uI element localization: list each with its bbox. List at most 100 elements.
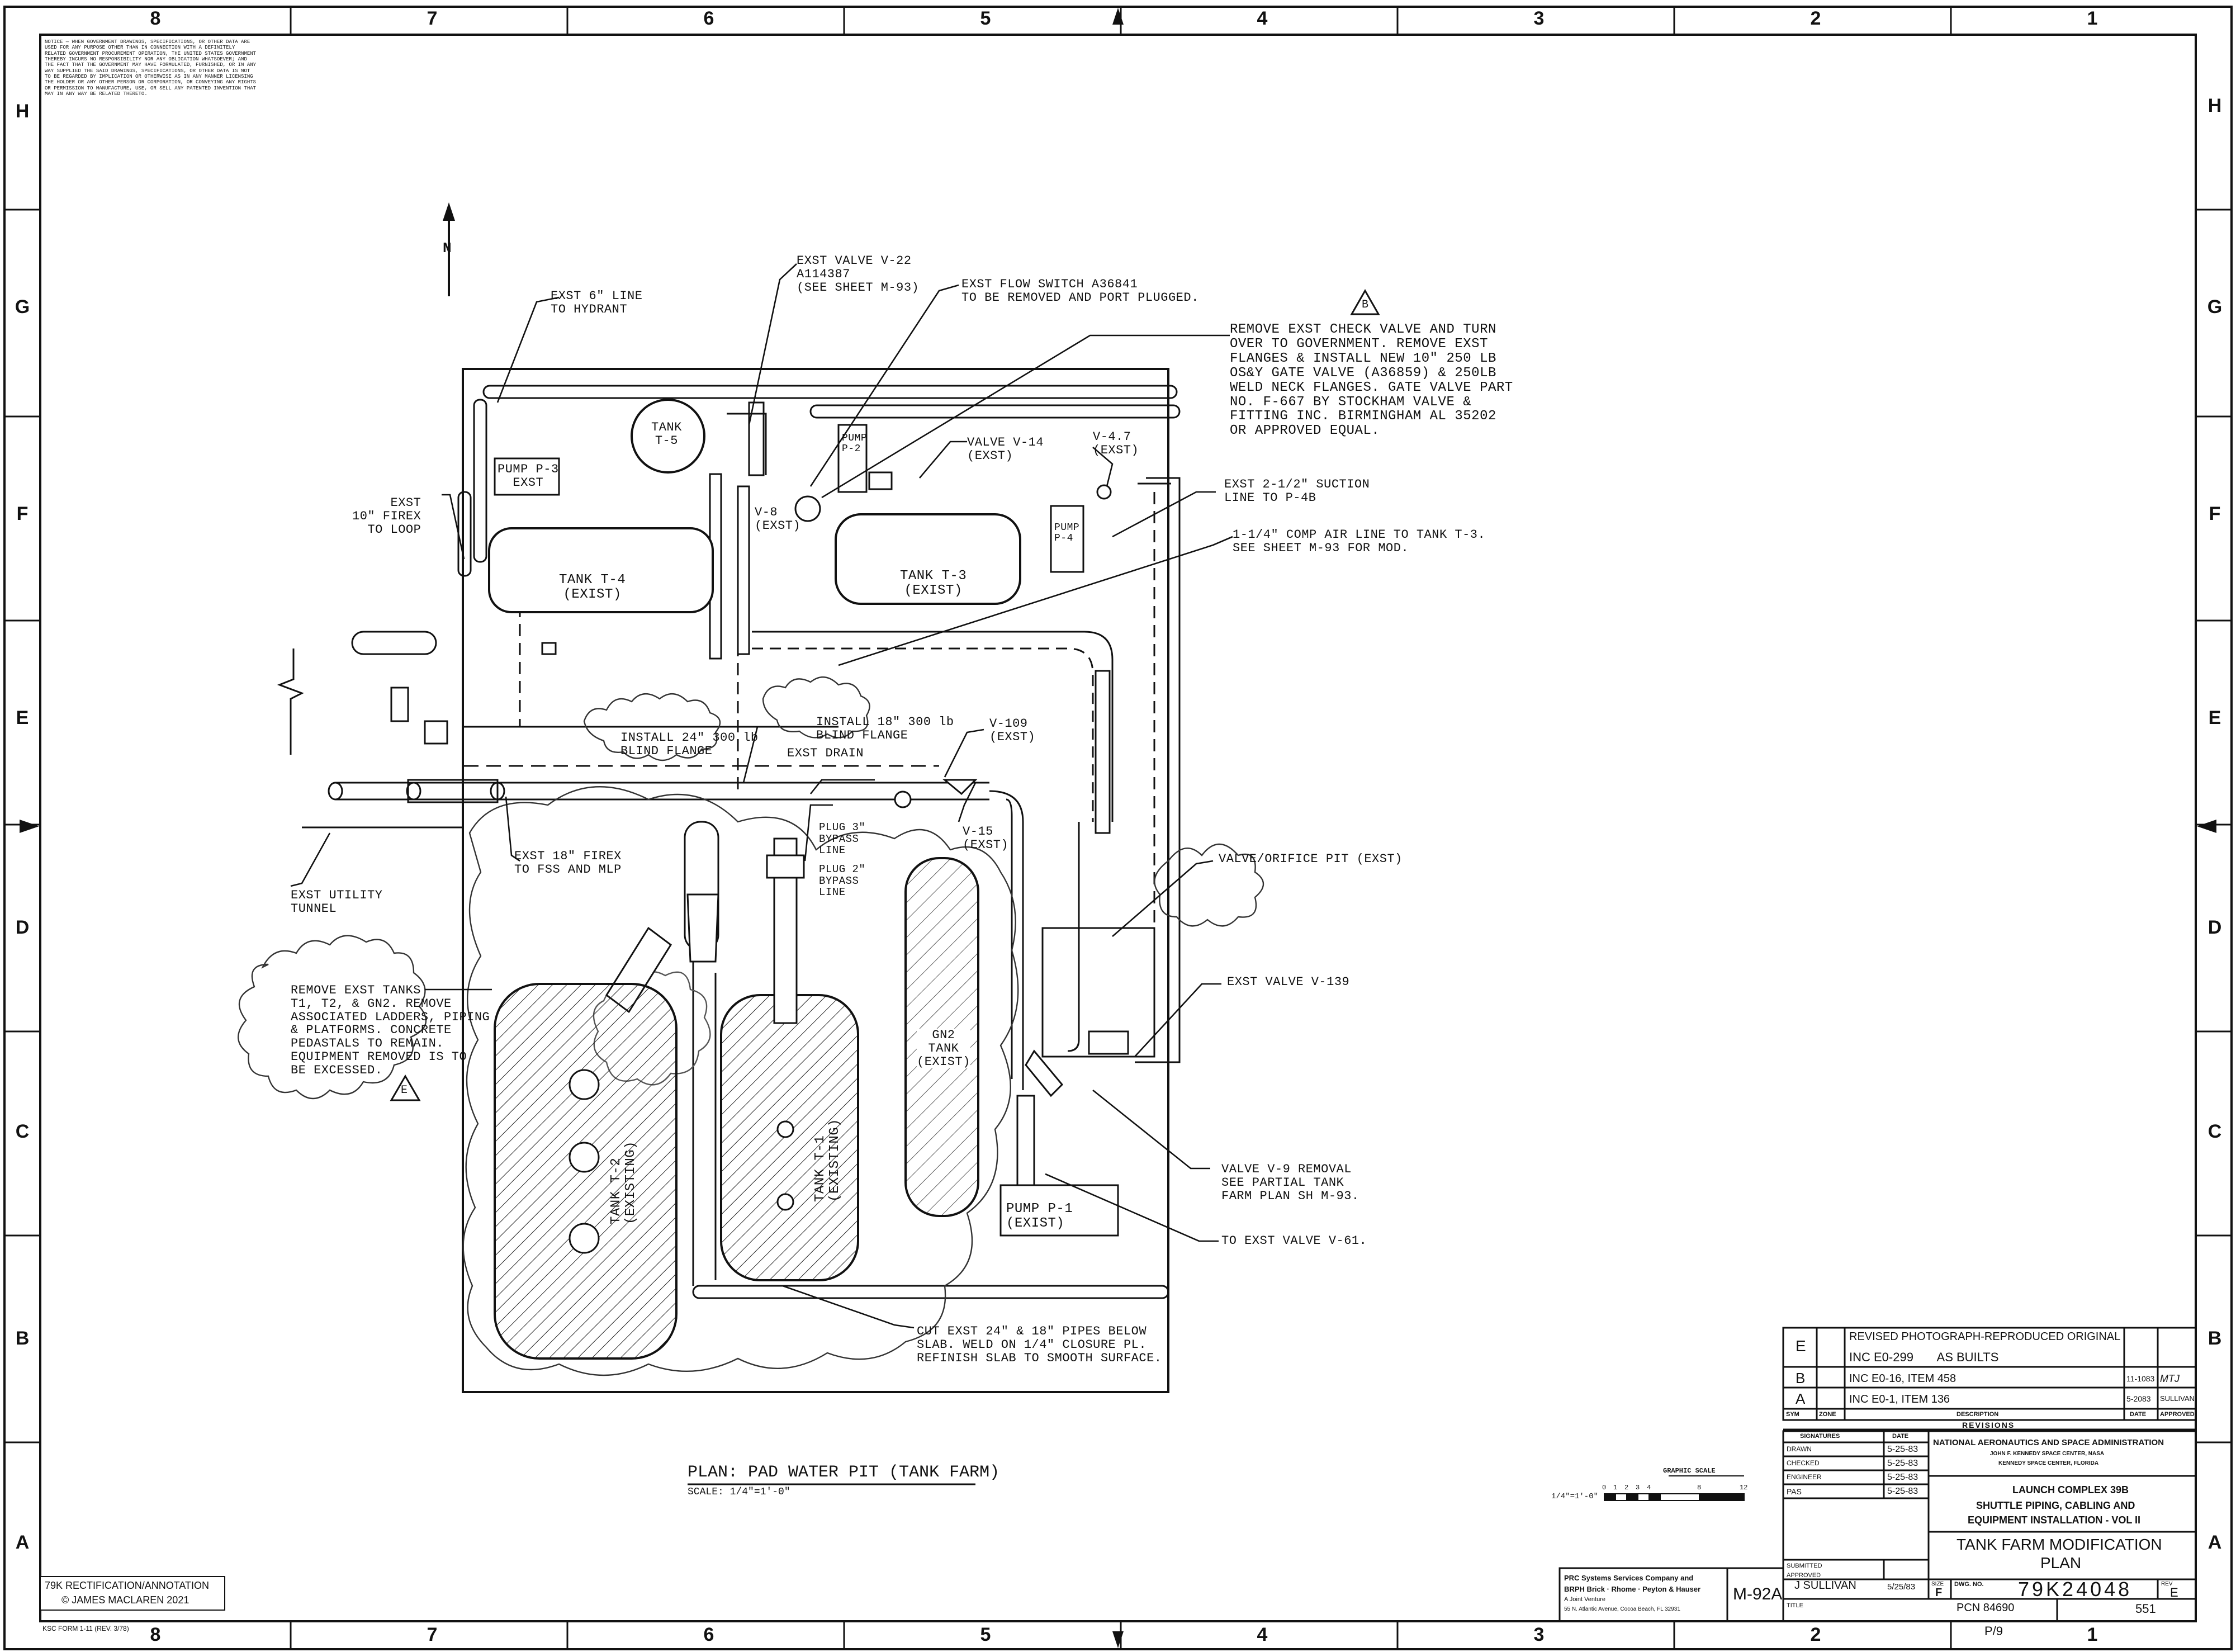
project-line-2: SHUTTLE PIPING, CABLING AND [1976, 1500, 2135, 1511]
label-valve-v14: VALVE V-14 (EXST) [967, 436, 1044, 463]
label-cut-pipes: CUT EXST 24" & 18" PIPES BELOW SLAB. WEL… [917, 1324, 1162, 1365]
label-valve-orifice-pit: VALVE/ORIFICE PIT (EXST) [1219, 852, 1403, 866]
label-tank-t1: TANK T-1 (EXISTING) [813, 1118, 842, 1202]
rev-appr-b: MTJ [2160, 1373, 2180, 1384]
zone-col-1-top: 1 [2087, 8, 2098, 29]
center-arrow-bottom [1112, 1631, 1124, 1648]
graphic-scale-tick-4: 4 [1647, 1484, 1651, 1492]
zone-col-1-bottom: 1 [2087, 1624, 2098, 1645]
project-line-3: EQUIPMENT INSTALLATION - VOL II [1968, 1514, 2140, 1526]
center-arrow-top [1112, 8, 1124, 25]
rev-triangle-b [1350, 288, 1380, 315]
rev-date-a: 5-2083 [2126, 1394, 2151, 1403]
rev-desc-b: INC E0-16, ITEM 458 [1849, 1372, 1957, 1385]
rev-header-zone: ZONE [1819, 1411, 1836, 1418]
rev-e-label: E [401, 1084, 408, 1097]
zone-row-b-right: B [2207, 1328, 2222, 1349]
zone-col-8-top: 8 [150, 8, 161, 29]
zone-row-f-left: F [16, 503, 29, 524]
zone-ticks [4, 7, 2232, 1649]
drawing-title-1: TANK FARM MODIFICATION [1957, 1536, 2162, 1553]
label-remove-check-valve: REMOVE EXST CHECK VALVE AND TURN OVER TO… [1230, 322, 1513, 439]
zone-row-f-right: F [2209, 503, 2221, 524]
date-header: DATE [1892, 1433, 1909, 1440]
plan-title: PLAN: PAD WATER PIT (TANK FARM) [688, 1463, 1000, 1482]
zone-row-c-right: C [2207, 1121, 2222, 1142]
label-v15: V-15 (EXST) [963, 825, 1009, 852]
zone-col-4-bottom: 4 [1257, 1624, 1268, 1645]
annotation-line-1: 79K RECTIFICATION/ANNOTATION [45, 1580, 210, 1591]
rev-label: REV [2161, 1581, 2173, 1587]
rev-appr-a: SULLIVAN [2160, 1394, 2195, 1403]
graphic-scale-prefix: 1/4"=1'-0" [1551, 1492, 1599, 1501]
graphic-scale-label: GRAPHIC SCALE [1663, 1467, 1716, 1475]
pit-outline [462, 368, 1169, 1393]
center-arrow-right [2197, 820, 2216, 833]
rev-desc-a: INC E0-1, ITEM 136 [1849, 1393, 1950, 1405]
zone-col-5-bottom: 5 [980, 1624, 991, 1645]
rev-header-sym: SYM [1786, 1411, 1799, 1418]
label-plug-3: PLUG 3" BYPASS LINE [819, 821, 866, 857]
page-ref: P/9 [1984, 1624, 2003, 1638]
graphic-scale-tick-2: 2 [1624, 1484, 1629, 1492]
sig-date-engineer: 5-25-83 [1887, 1473, 1918, 1482]
rev-sym-a: A [1796, 1390, 1806, 1407]
zone-row-g-left: G [15, 296, 30, 318]
zone-row-b-left: B [15, 1328, 30, 1349]
zone-col-6-top: 6 [703, 8, 714, 29]
label-exst-6-line: EXST 6" LINE TO HYDRANT [551, 289, 643, 316]
contractor-line-1: PRC Systems Services Company and [1564, 1574, 1694, 1582]
label-exst-valve-v22: EXST VALVE V-22 A114387 (SEE SHEET M-93) [797, 254, 920, 295]
dwg-no-label: DWG. NO. [1954, 1581, 1984, 1588]
label-exst-valve-v139: EXST VALVE V-139 [1227, 975, 1350, 989]
label-plug-2: PLUG 2" BYPASS LINE [819, 863, 866, 899]
government-notice: NOTICE — WHEN GOVERNMENT DRAWINGS, SPECI… [45, 39, 257, 95]
label-tank-t4: TANK T-4 (EXIST) [559, 572, 626, 602]
pipe-runs [328, 385, 1181, 1299]
rev-header-date: DATE [2130, 1411, 2147, 1418]
inner-border [39, 34, 2197, 1622]
pump-p4-shape [1050, 505, 1084, 573]
sig-header: SIGNATURES [1800, 1433, 1840, 1440]
sig-role-engineer: ENGINEER [1787, 1473, 1822, 1481]
rev-header-appr: APPROVED [2160, 1411, 2195, 1418]
title-block-grid [1782, 1430, 2197, 1622]
label-tank-t2: TANK T-2 (EXISTING) [609, 1140, 638, 1224]
sheet-ref-block [1726, 1567, 1784, 1622]
annotation-line-2: © JAMES MACLAREN 2021 [61, 1594, 190, 1606]
tank-t4-shape [488, 527, 714, 613]
rev-value: E [2170, 1585, 2178, 1599]
valve-v14-shape [868, 471, 893, 490]
label-remove-tanks: REMOVE EXST TANKS T1, T2, & GN2. REMOVE … [291, 983, 490, 1077]
label-exst-18-firex: EXST 18" FIREX TO FSS AND MLP [514, 849, 622, 877]
zone-col-5-top: 5 [980, 8, 991, 29]
label-pump-p3: PUMP P-3 EXST [498, 462, 559, 490]
north-label: N [443, 240, 452, 257]
approved-label: APPROVED [1787, 1572, 1821, 1579]
label-v47: V-4.7 (EXST) [1093, 430, 1139, 457]
title-label: TITLE [1787, 1602, 1803, 1609]
graphic-scale-tick-12: 12 [1740, 1484, 1748, 1492]
label-pump-p4: PUMP P-4 [1054, 522, 1080, 545]
valve-v8-shape [794, 495, 821, 522]
label-v8: V-8 (EXST) [755, 505, 801, 533]
form-id: KSC FORM 1-11 (REV. 3/78) [42, 1625, 129, 1632]
label-v109: V-109 (EXST) [989, 717, 1036, 744]
graphic-scale-tick-3: 3 [1636, 1484, 1640, 1492]
sig-role-pas: PAS [1787, 1487, 1802, 1496]
pump-p3-shape [494, 457, 560, 496]
sheet-ref: M-92A [1733, 1585, 1783, 1603]
zone-col-2-top: 2 [1810, 8, 1821, 29]
label-suction-line: EXST 2-1/2" SUCTION LINE TO P-4B [1224, 477, 1370, 505]
outer-border [3, 6, 2233, 1650]
zone-row-g-right: G [2207, 296, 2223, 318]
rev-sym-b: B [1796, 1370, 1806, 1386]
tank-t3-shape [835, 513, 1021, 605]
center-arrow-left [20, 820, 39, 833]
drawing-number: 79K24048 [2018, 1578, 2133, 1601]
leader-lines [290, 263, 1233, 1329]
zone-col-3-top: 3 [1533, 8, 1545, 29]
zone-row-h-right: H [2207, 95, 2222, 116]
graphic-scale-tick-1: 1 [1613, 1484, 1618, 1492]
